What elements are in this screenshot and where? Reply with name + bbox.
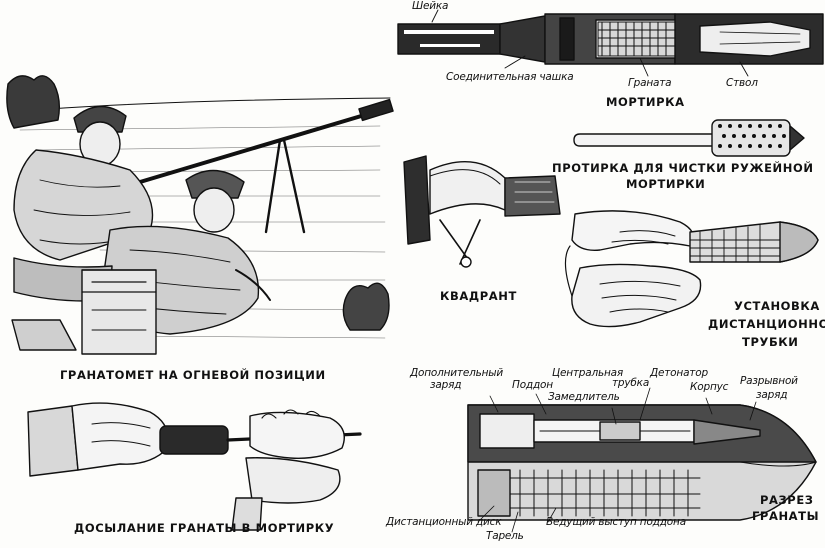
label-extra-charge-line1: Дополнительный — [410, 367, 503, 379]
label-central-tube-line1: Центральная — [552, 367, 624, 379]
label-central-tube-line2: трубка — [612, 377, 650, 389]
mortar-drawing — [397, 9, 824, 77]
fuze-setting-caption-line3: ТРУБКИ — [742, 335, 799, 349]
label-connecting-cup: Соединительная чашка — [446, 71, 574, 83]
loading-drawing — [27, 402, 362, 531]
label-plate: Тарель — [486, 530, 524, 542]
quadrant-caption: КВАДРАНТ — [440, 289, 517, 303]
grenade-section-caption-line2: ГРАНАТЫ — [752, 509, 820, 523]
label-retarder: Замедлитель — [548, 391, 620, 403]
cleaning-rod-caption-line1: ПРОТИРКА ДЛЯ ЧИСТКИ РУЖЕЙНОЙ — [552, 161, 814, 175]
label-grenade: Граната — [628, 77, 672, 89]
cleaning-rod-caption-line2: МОРТИРКИ — [626, 177, 706, 191]
label-lead-lug: Ведущий выступ поддона — [546, 516, 686, 528]
fuze-setting-drawing — [564, 210, 819, 328]
label-extra-charge-line2: заряд — [430, 379, 462, 391]
loading-caption: ДОСЫЛАНИЕ ГРАНАТЫ В МОРТИРКУ — [74, 521, 335, 535]
label-burst-charge-line2: заряд — [756, 389, 788, 401]
firing-position-drawing — [6, 75, 394, 355]
label-burst-charge-line1: Разрывной — [740, 375, 798, 387]
label-detonator: Детонатор — [650, 367, 708, 379]
label-body: Корпус — [690, 381, 729, 393]
grenade-section-caption-line1: РАЗРЕЗ — [760, 493, 814, 507]
label-timer-disc: Дистанционный диск — [386, 516, 502, 528]
label-shevka: Шейка — [412, 0, 449, 12]
label-pallet: Поддон — [512, 379, 553, 391]
mortar-caption: МОРТИРКА — [606, 95, 685, 109]
fuze-setting-caption-line1: УСТАНОВКА — [734, 299, 820, 313]
cleaning-rod-drawing — [573, 119, 805, 157]
label-barrel: Ствол — [726, 77, 758, 89]
quadrant-drawing — [403, 155, 561, 268]
fuze-setting-caption-line2: ДИСТАНЦИОННОЙ — [708, 317, 825, 331]
firing-position-caption: ГРАНАТОМЕТ НА ОГНЕВОЙ ПОЗИЦИИ — [60, 368, 326, 382]
grenade-section-drawing — [467, 387, 817, 533]
